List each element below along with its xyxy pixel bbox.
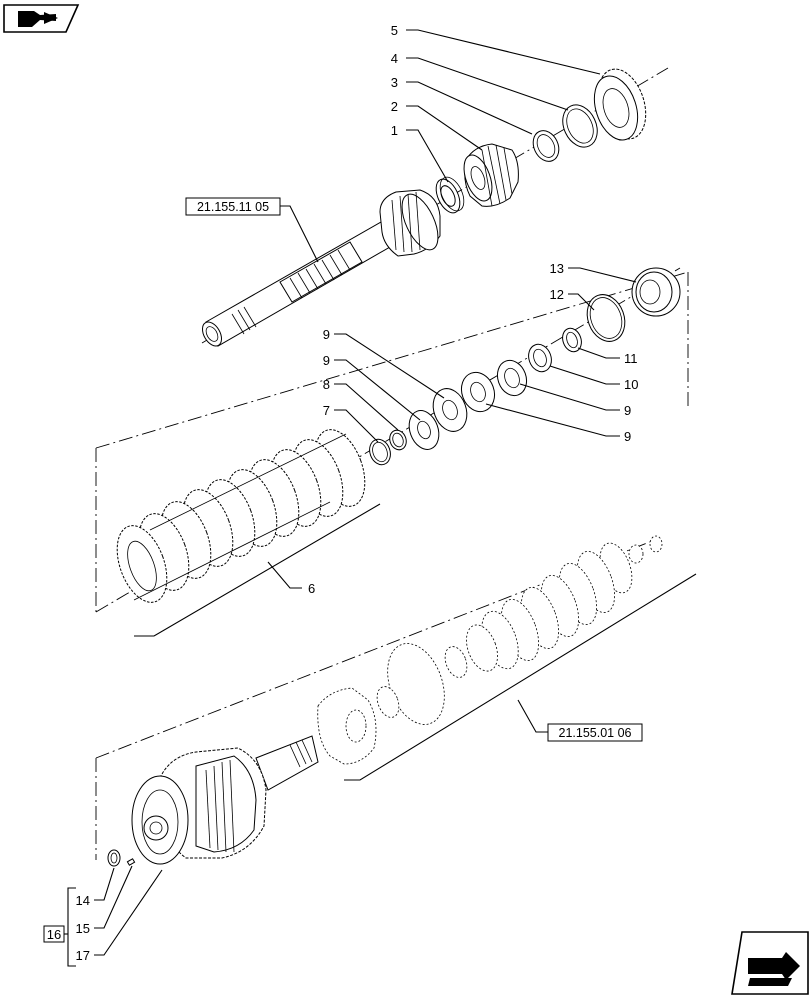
- snap-ring-12[interactable]: [581, 289, 631, 346]
- pin-15[interactable]: [126, 858, 136, 866]
- input-shaft[interactable]: [199, 189, 446, 349]
- snap-ring-4[interactable]: [556, 99, 604, 152]
- callout-9-left-upper: 9: [323, 327, 330, 342]
- callout-4: 4: [391, 51, 398, 66]
- leader-lines: [64, 29, 697, 967]
- washer-9c[interactable]: [456, 368, 500, 417]
- planet-carrier-assembly[interactable]: [131, 735, 319, 865]
- snap-ring-14[interactable]: [107, 849, 121, 867]
- callout-12: 12: [550, 287, 564, 302]
- ring-8[interactable]: [387, 428, 409, 452]
- bearing-1[interactable]: [431, 173, 468, 216]
- callout-11: 11: [624, 351, 638, 366]
- callout-17: 17: [76, 948, 90, 963]
- washer-9b[interactable]: [427, 384, 472, 436]
- ring-10[interactable]: [525, 341, 555, 375]
- callout-16-box[interactable]: 16: [43, 925, 65, 943]
- callout-2: 2: [391, 99, 398, 114]
- callout-9-right-upper: 9: [624, 403, 631, 418]
- callout-6: 6: [308, 581, 315, 596]
- callout-5: 5: [391, 23, 398, 38]
- previous-page-arrow-icon[interactable]: [3, 4, 80, 33]
- reference-box-clutch[interactable]: 21.155.01 06: [547, 723, 643, 742]
- washer-9a[interactable]: [404, 406, 444, 453]
- washer-9d[interactable]: [493, 356, 532, 399]
- next-page-arrow-icon[interactable]: [731, 931, 809, 995]
- gear-5[interactable]: [587, 63, 654, 146]
- callout-16: 16: [47, 927, 61, 942]
- callout-8: 8: [323, 377, 330, 392]
- callout-14: 14: [76, 893, 90, 908]
- gear-2[interactable]: [459, 143, 519, 207]
- ring-3[interactable]: [528, 126, 563, 165]
- clutch-disc-pack-6[interactable]: [108, 423, 375, 609]
- callout-13: 13: [550, 261, 564, 276]
- callout-labels: 5 4 3 2 1 13 12 11 10 9 9 9 9 8 7 6 14 1…: [76, 23, 639, 963]
- callout-3: 3: [391, 75, 398, 90]
- callout-9-right-lower: 9: [624, 429, 631, 444]
- reference-shaft-label: 21.155.11 05: [197, 200, 269, 214]
- callout-15: 15: [76, 921, 90, 936]
- reference-box-shaft[interactable]: 21.155.11 05: [185, 197, 281, 216]
- callout-7: 7: [323, 403, 330, 418]
- callout-1: 1: [391, 123, 398, 138]
- ring-11[interactable]: [559, 326, 584, 355]
- bearing-13[interactable]: [631, 267, 681, 317]
- callout-9-left-lower: 9: [323, 353, 330, 368]
- reference-clutch-label: 21.155.01 06: [559, 726, 632, 740]
- callout-10: 10: [624, 377, 638, 392]
- clutch-assembly-ghost[interactable]: [317, 535, 663, 765]
